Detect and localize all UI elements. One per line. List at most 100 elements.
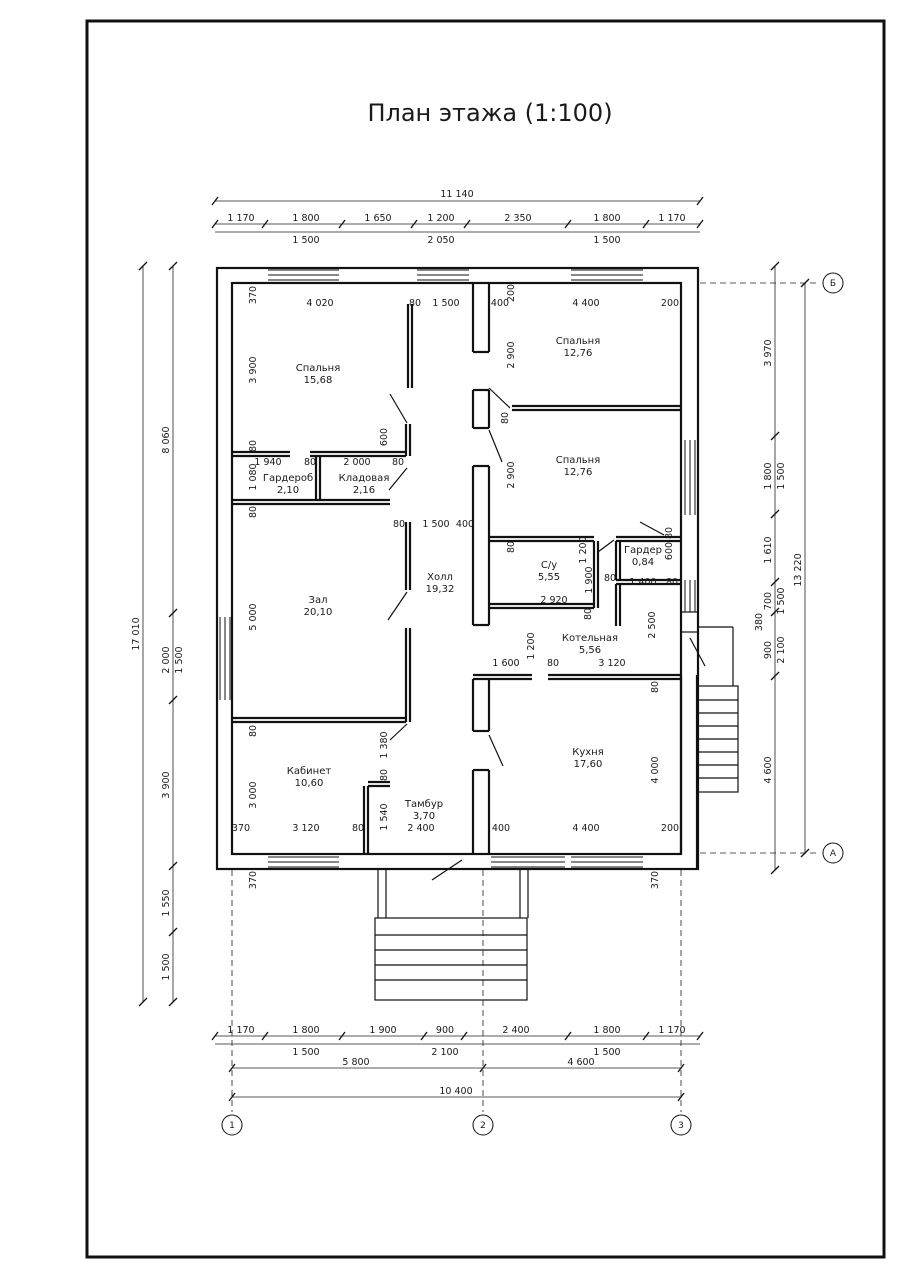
- axis-bubble-a: [822, 842, 844, 864]
- dimension-value: 1 380: [379, 731, 390, 758]
- dimension-value: 8 060: [161, 426, 172, 453]
- dimension-value: 80: [304, 457, 316, 468]
- dimension-value: 4 600: [567, 1057, 594, 1068]
- sheet-frame: [85, 19, 886, 1259]
- dimension-value: 80: [604, 573, 616, 584]
- dimension-value: 80: [248, 440, 259, 452]
- dimension-value: 2 000: [161, 646, 172, 673]
- dimension-value: 80: [393, 519, 405, 530]
- dimension-value: 3 900: [161, 771, 172, 798]
- dimension-value: 370: [650, 871, 661, 889]
- dimension-value: 370: [248, 286, 259, 304]
- dimension-value: 900: [763, 641, 774, 659]
- dimension-value: 1 170: [658, 213, 685, 224]
- dimension-value: 3 120: [598, 658, 625, 669]
- dimension-value: 1 650: [364, 213, 391, 224]
- axis-bubble-2: [472, 1114, 494, 1136]
- dimension-value: 1 170: [658, 1025, 685, 1036]
- dimension-value: 10 400: [439, 1086, 472, 1097]
- room-area: 0,84: [632, 557, 654, 568]
- dimension-value: 17 010: [131, 617, 142, 650]
- dimension-value: 1 500: [292, 235, 319, 246]
- room-name: Тамбур: [404, 799, 443, 810]
- dimension-value: 2 400: [502, 1025, 529, 1036]
- room-name: Гардероб: [263, 473, 313, 484]
- dimension-value: 1 080: [248, 463, 259, 490]
- axis-label-a: А: [830, 849, 837, 859]
- dimension-value: 1 800: [292, 213, 319, 224]
- dimension-value: 380: [754, 613, 765, 631]
- dimension-value: 600: [379, 428, 390, 446]
- dimension-value: 2 000: [343, 457, 370, 468]
- dimension-value: 1 550: [161, 889, 172, 916]
- room-area: 10,60: [295, 778, 324, 789]
- axis-markers: [221, 272, 844, 1136]
- dimension-value: 80: [248, 725, 259, 737]
- axis-label-1: 1: [229, 1121, 235, 1131]
- dimension-text: 11 140 1 170 1 800 1 650 1 200 2 350 1 8…: [131, 189, 804, 1097]
- dimension-value: 5 800: [342, 1057, 369, 1068]
- room-area: 19,32: [426, 584, 455, 595]
- room-area: 17,60: [574, 759, 603, 770]
- dimension-value: 80: [506, 541, 517, 553]
- room-area: 2,16: [353, 485, 375, 496]
- dimension-value: 200: [661, 823, 679, 834]
- dimension-value: 2 920: [540, 595, 567, 606]
- dimension-value: 1 500: [422, 519, 449, 530]
- dimension-value: 2 350: [504, 213, 531, 224]
- dimension-value: 400: [491, 298, 509, 309]
- dimension-value: 1 170: [227, 213, 254, 224]
- plan-title: План этажа (1:100): [367, 99, 612, 127]
- walls: [215, 266, 739, 1001]
- dimension-value: 1 500: [593, 235, 620, 246]
- dimension-value: 1 940: [254, 457, 281, 468]
- dimension-value: 200: [661, 298, 679, 309]
- dimension-value: 600: [664, 542, 675, 560]
- dimension-value: 1 500: [292, 1047, 319, 1058]
- dimension-value: 1 610: [763, 536, 774, 563]
- room-area: 5,56: [579, 645, 601, 656]
- dimension-value: 4 400: [572, 298, 599, 309]
- room-area: 12,76: [564, 348, 593, 359]
- room-area: 12,76: [564, 467, 593, 478]
- dimension-value: 1 800: [292, 1025, 319, 1036]
- dimension-value: 900: [436, 1025, 454, 1036]
- room-area: 2,10: [277, 485, 299, 496]
- room-name: Спальня: [556, 336, 601, 347]
- dimension-value: 1 500: [593, 1047, 620, 1058]
- dimension-value: 200: [506, 284, 517, 302]
- axis-label-2: 2: [480, 1121, 486, 1131]
- dimension-value: 1 500: [776, 462, 787, 489]
- dimension-value: 4 020: [306, 298, 333, 309]
- room-name: Холл: [427, 572, 453, 583]
- dimension-value: 5 000: [248, 603, 259, 630]
- dimension-value: 1 500: [432, 298, 459, 309]
- dimension-value: 2 100: [776, 636, 787, 663]
- dimension-value: 2 900: [506, 461, 517, 488]
- dimension-value: 80: [547, 658, 559, 669]
- dimension-ticks: [138, 196, 810, 1102]
- axis-label-3: 3: [678, 1121, 684, 1131]
- room-labels: Спальня 15,68 Спальня 12,76 Спальня 12,7…: [263, 336, 662, 822]
- dimension-value: 80: [664, 527, 675, 539]
- dimension-value: 1 400: [629, 577, 656, 588]
- dimension-value: 4 000: [650, 756, 661, 783]
- dimension-value: 3 120: [292, 823, 319, 834]
- dimension-value: 1 200: [526, 632, 537, 659]
- room-name: Зал: [309, 595, 328, 606]
- room-area: 5,55: [538, 572, 560, 583]
- dimension-value: 400: [456, 519, 474, 530]
- room-area: 20,10: [304, 607, 333, 618]
- dimension-value: 1 900: [584, 566, 595, 593]
- room-name: Спальня: [556, 455, 601, 466]
- dimension-value: 700: [763, 592, 774, 610]
- dimension-value: 3 900: [248, 356, 259, 383]
- dimension-value: 2 050: [427, 235, 454, 246]
- dimension-value: 13 220: [793, 553, 804, 586]
- dimension-value: 80: [248, 506, 259, 518]
- axis-label-b: Б: [830, 279, 836, 289]
- axis-bubble-1: [221, 1114, 243, 1136]
- dimension-value: 1 500: [776, 587, 787, 614]
- room-name: Спальня: [296, 363, 341, 374]
